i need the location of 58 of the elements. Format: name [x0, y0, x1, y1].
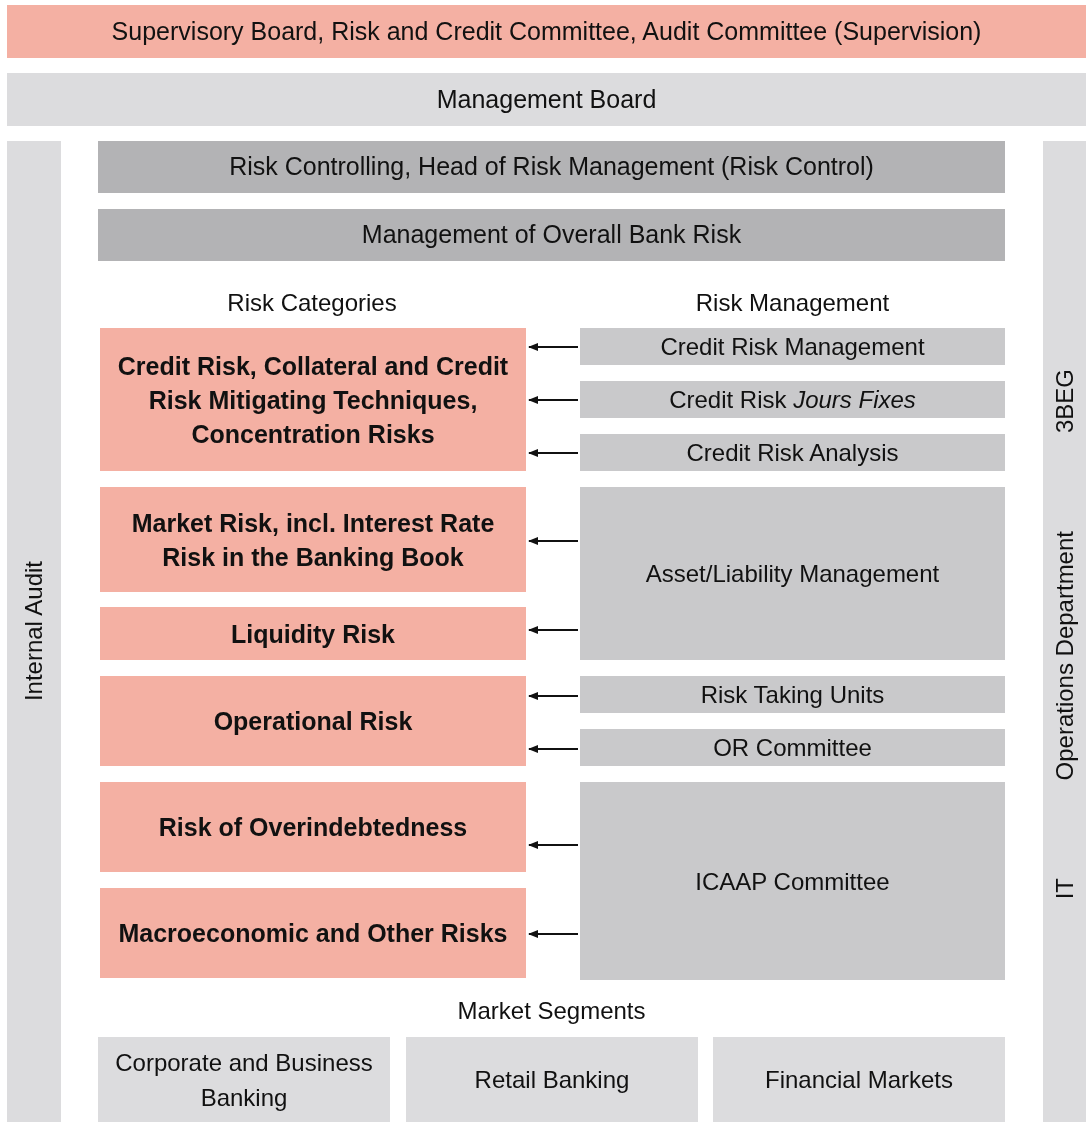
risk-management-box — [580, 328, 1005, 365]
arrow — [528, 626, 579, 634]
box-label: Risk of Overindebtedness — [157, 812, 469, 843]
box-label: Management of Overall Bank Risk — [360, 219, 743, 251]
risk-category-box — [100, 487, 526, 592]
arrow — [528, 692, 579, 700]
market-segment-box — [713, 1037, 1005, 1122]
market-segment-box — [406, 1037, 698, 1122]
risk-management-box — [580, 381, 1005, 418]
box-label: Credit Risk Jours Fixes — [668, 385, 917, 415]
risk-management-box — [580, 782, 1005, 980]
box-label: Risk Controlling, Head of Risk Management (Risk Control) — [228, 151, 875, 183]
box-label: Internal Audit — [19, 560, 48, 702]
box-label: Corporate and Business Banking — [114, 1047, 374, 1113]
arrow — [528, 537, 579, 545]
box-label: IT — [1049, 877, 1079, 899]
control-bar — [98, 141, 1005, 193]
box-label: Management Board — [435, 83, 658, 115]
side-column — [7, 141, 61, 1122]
box-label: Market Risk, incl. Interest Rate Risk in the Banking Book — [130, 507, 496, 573]
box-label: Credit Risk Management — [659, 332, 926, 362]
management-bar — [7, 73, 1086, 126]
risk-management-box — [580, 434, 1005, 471]
risk-management-box — [580, 676, 1005, 713]
risk-category-box — [100, 328, 526, 471]
box-label: Operational Risk — [212, 706, 414, 737]
box-label: Financial Markets — [763, 1065, 955, 1095]
box-label: Credit Risk Analysis — [685, 438, 900, 468]
box-label: Asset/Liability Management — [644, 559, 941, 589]
risk-category-box — [100, 607, 526, 660]
side-column — [1043, 141, 1086, 1122]
box-label: 3BEG — [1049, 369, 1079, 434]
arrow — [528, 449, 579, 457]
box-label: Credit Risk, Collateral and Credit Risk Mitigating Techniques, Concentration Risks — [116, 350, 510, 450]
arrow — [528, 396, 579, 404]
control-bar — [98, 209, 1005, 261]
box-label: Macroeconomic and Other Risks — [117, 918, 509, 949]
box-label: Retail Banking — [473, 1065, 631, 1095]
box-label: OR Committee — [712, 733, 873, 763]
box-label: Liquidity Risk — [230, 618, 396, 650]
arrow — [528, 343, 579, 351]
section-heading: Market Segments — [456, 996, 647, 1026]
market-segment-box — [98, 1037, 390, 1122]
risk-category-box — [100, 782, 526, 872]
supervision-bar — [7, 5, 1086, 58]
box-label: Operations Department — [1049, 530, 1079, 781]
box-label: Risk Taking Units — [699, 680, 886, 710]
arrow — [528, 745, 579, 753]
box-label: Supervisory Board, Risk and Credit Committee, Audit Committee (Supervision) — [110, 15, 983, 47]
arrow — [528, 841, 579, 849]
section-heading: Risk Categories — [226, 288, 398, 318]
risk-management-box — [580, 487, 1005, 660]
risk-management-box — [580, 729, 1005, 766]
risk-category-box — [100, 676, 526, 766]
arrow — [528, 930, 579, 938]
risk-category-box — [100, 888, 526, 978]
section-heading: Risk Management — [694, 288, 891, 318]
box-label: ICAAP Committee — [694, 866, 891, 897]
